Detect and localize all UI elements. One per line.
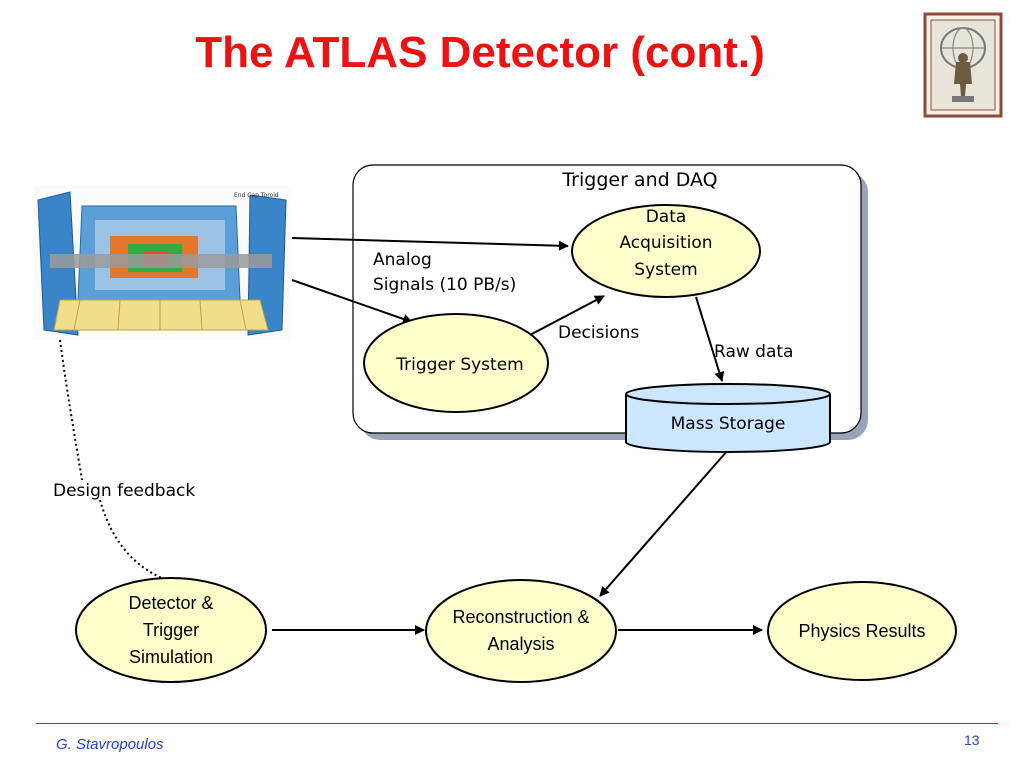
node-reconstruction: Reconstruction & Analysis bbox=[425, 579, 617, 683]
node-label-line: Simulation bbox=[129, 647, 213, 667]
edge-label-signals: Signals (10 PB/s) bbox=[373, 275, 516, 295]
node-label-line: Acquisition bbox=[619, 233, 712, 253]
node-trigger-system: Trigger System bbox=[363, 313, 549, 413]
feedback-curve-upper bbox=[59, 339, 83, 481]
arrow-storage-to-reconstruction bbox=[599, 449, 729, 597]
atlas-logo bbox=[923, 12, 1003, 118]
node-label-line: Detector & bbox=[128, 593, 213, 613]
arrow-detector-to-trigger bbox=[291, 279, 413, 324]
page-number: 13 bbox=[964, 732, 980, 748]
detector-caption: End Cap Toroid bbox=[234, 192, 279, 199]
node-label-line: Analysis bbox=[487, 634, 554, 654]
detector-image: End Cap Toroid bbox=[34, 186, 290, 340]
node-label-line: Reconstruction & bbox=[452, 607, 589, 627]
arrow-trigger-to-daq bbox=[527, 295, 605, 337]
node-detector-simulation: Detector & Trigger Simulation bbox=[75, 577, 267, 683]
edge-label-design-feedback: Design feedback bbox=[53, 481, 195, 501]
arrow-detector-to-daq bbox=[291, 237, 569, 251]
slide-title: The ATLAS Detector (cont.) bbox=[195, 28, 765, 77]
footer-divider bbox=[36, 723, 998, 724]
edge-label-decisions: Decisions bbox=[558, 323, 639, 343]
feedback-curve-lower bbox=[99, 499, 173, 583]
edge-label-raw-data: Raw data bbox=[714, 342, 793, 362]
node-label: Trigger System bbox=[395, 355, 523, 375]
node-mass-storage: Mass Storage bbox=[625, 383, 831, 453]
node-label-line: Trigger bbox=[143, 620, 199, 640]
node-label: Physics Results bbox=[798, 621, 925, 641]
arrow-daq-to-storage bbox=[695, 296, 725, 382]
footer-author: G. Stavropoulos bbox=[56, 736, 164, 753]
edge-label-analog: Analog bbox=[373, 250, 432, 270]
node-label-line: System bbox=[634, 260, 697, 280]
node-label-line: Data bbox=[646, 207, 687, 227]
trigger-daq-label: Trigger and DAQ bbox=[561, 169, 717, 191]
node-data-acquisition: Data Acquisition System bbox=[571, 204, 761, 298]
node-physics-results: Physics Results bbox=[767, 581, 957, 681]
node-label: Mass Storage bbox=[671, 414, 786, 434]
